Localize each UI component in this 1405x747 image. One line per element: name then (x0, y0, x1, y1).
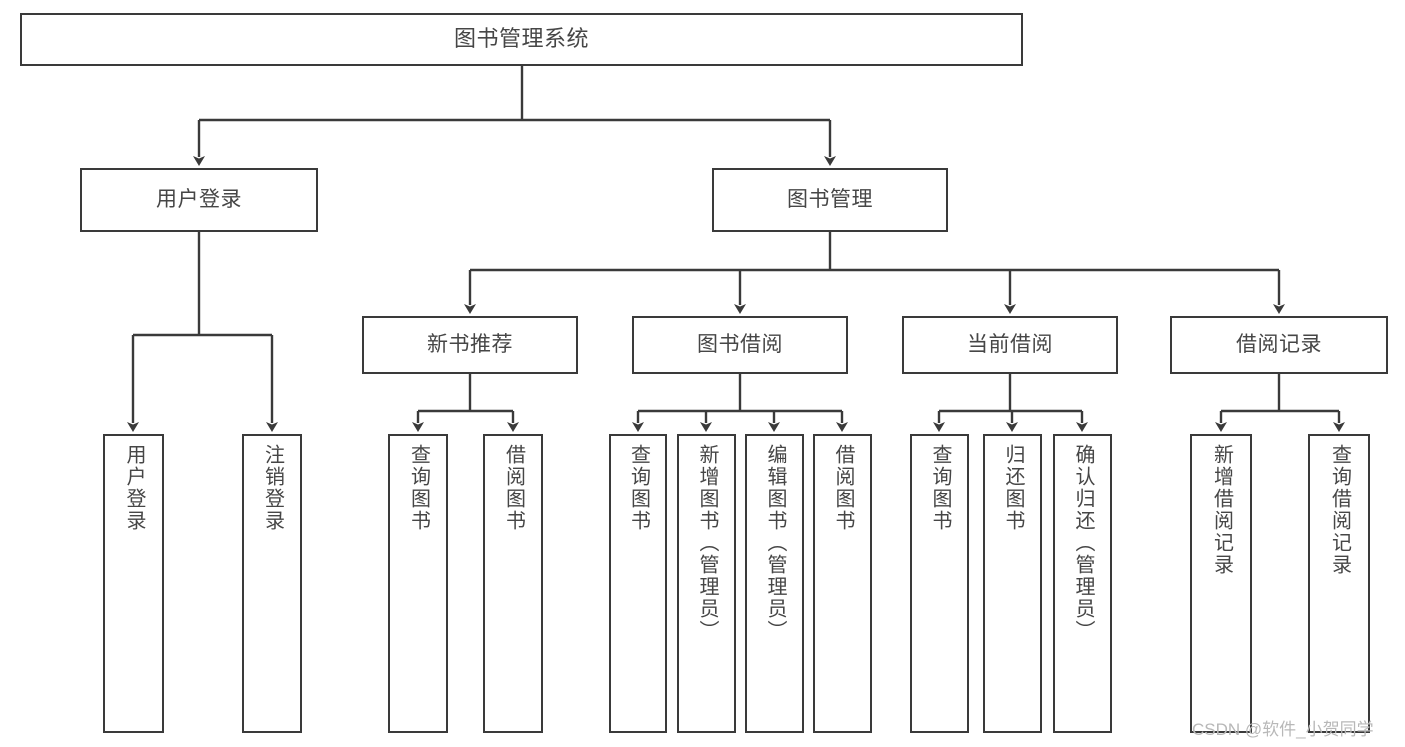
node-label: 新增图书（管理员） (696, 444, 718, 642)
node-label: 借阅图书 (832, 444, 854, 532)
node-leaf-5[interactable]: 新增图书（管理员） (677, 434, 736, 733)
node-label: 归还图书 (1002, 444, 1024, 532)
node-label: 图书管理 (787, 188, 873, 212)
node-leaf-12[interactable]: 查询借阅记录 (1308, 434, 1370, 733)
node-label: 当前借阅 (967, 333, 1053, 357)
node-label: 新书推荐 (427, 333, 513, 357)
csdn-watermark: CSDN @软件_小贺同学 (1192, 720, 1374, 739)
node-label: 查询图书 (929, 444, 951, 532)
node-leaf-3[interactable]: 借阅图书 (483, 434, 543, 733)
node-leaf-4[interactable]: 查询图书 (609, 434, 667, 733)
node-level2-0[interactable]: 用户登录 (80, 168, 318, 232)
node-level2-1[interactable]: 图书管理 (712, 168, 948, 232)
node-label: 图书管理系统 (453, 26, 589, 52)
node-label: 查询图书 (627, 444, 650, 532)
node-leaf-10[interactable]: 确认归还（管理员） (1053, 434, 1112, 733)
node-leaf-9[interactable]: 归还图书 (983, 434, 1042, 733)
node-level3-0[interactable]: 新书推荐 (362, 316, 578, 374)
node-label: 查询图书 (407, 444, 430, 532)
node-leaf-8[interactable]: 查询图书 (910, 434, 969, 733)
node-leaf-6[interactable]: 编辑图书（管理员） (745, 434, 804, 733)
node-label: 用户登录 (156, 188, 242, 212)
node-root[interactable]: 图书管理系统 (20, 13, 1023, 66)
node-level3-3[interactable]: 借阅记录 (1170, 316, 1388, 374)
node-label: 编辑图书（管理员） (764, 444, 786, 642)
node-label: 借阅记录 (1236, 333, 1322, 357)
node-label: 新增借阅记录 (1210, 444, 1233, 576)
node-label: 图书借阅 (697, 333, 783, 357)
node-leaf-11[interactable]: 新增借阅记录 (1190, 434, 1252, 733)
node-label: 注销登录 (261, 444, 284, 532)
node-label: 用户登录 (123, 444, 145, 532)
node-level3-2[interactable]: 当前借阅 (902, 316, 1118, 374)
node-leaf-0[interactable]: 用户登录 (103, 434, 164, 733)
node-label: 查询借阅记录 (1328, 444, 1351, 576)
node-label: 确认归还（管理员） (1072, 444, 1094, 642)
node-leaf-7[interactable]: 借阅图书 (813, 434, 872, 733)
node-level3-1[interactable]: 图书借阅 (632, 316, 848, 374)
node-leaf-1[interactable]: 注销登录 (242, 434, 302, 733)
node-leaf-2[interactable]: 查询图书 (388, 434, 448, 733)
node-label: 借阅图书 (502, 444, 525, 532)
